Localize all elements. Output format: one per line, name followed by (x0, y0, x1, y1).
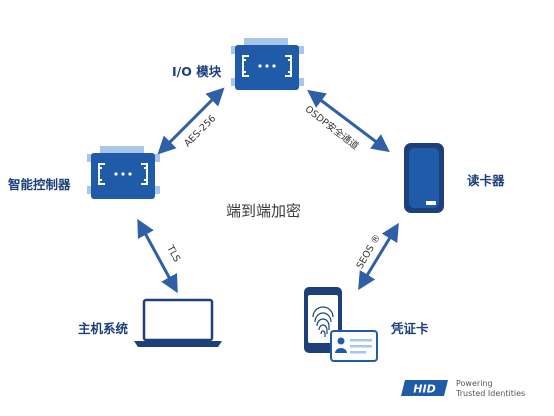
controller-icon (87, 146, 160, 199)
credential-label: 凭证卡 (391, 321, 429, 336)
link-label-aes: AES-256 (182, 113, 218, 149)
hid-logo: HID (401, 380, 448, 396)
center-label: 端到端加密 (226, 202, 302, 220)
host-label: 主机系统 (78, 321, 129, 336)
arrow-controller-io (157, 87, 225, 155)
reader-icon (404, 143, 444, 213)
arrow-io-reader (307, 89, 390, 153)
link-label-tls: TLS (164, 243, 182, 264)
arrow-reader-credential (358, 222, 399, 291)
fingerprint-icon (312, 306, 334, 337)
reader-label: 读卡器 (467, 173, 505, 188)
brand-tagline-line1: Powering (456, 379, 493, 388)
credential-icon (304, 287, 378, 362)
hid-logo-text: HID (413, 383, 435, 396)
io-module-label: I/O 模块 (172, 64, 222, 79)
laptop-icon (134, 298, 222, 347)
link-label-seos: SEOS ® (355, 233, 384, 271)
io-module-icon (231, 38, 304, 90)
controller-label: 智能控制器 (8, 177, 71, 192)
brand-tagline-line2: Trusted Identities (455, 389, 525, 398)
arrow-controller-host (137, 218, 178, 294)
